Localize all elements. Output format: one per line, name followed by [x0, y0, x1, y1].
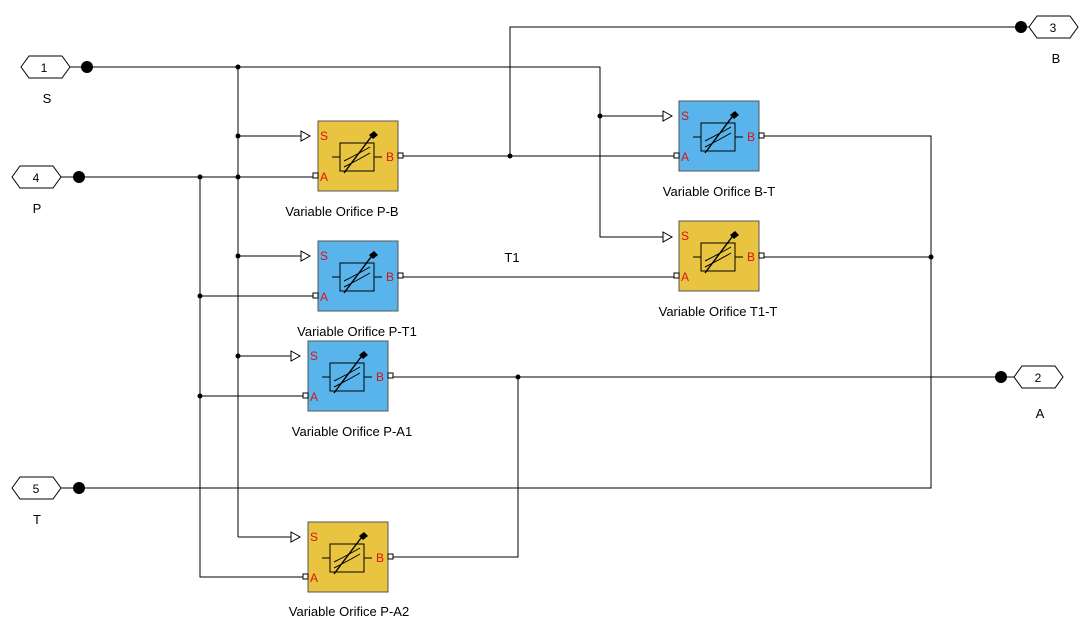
- junction-dot: [235, 174, 241, 180]
- port-number: 4: [33, 171, 40, 185]
- wire-label-t1: T1: [504, 250, 519, 265]
- block-label-orifice-p-a2: Variable Orifice P-A2: [289, 604, 409, 619]
- port-b-connector: [758, 252, 765, 259]
- junction-dot: [235, 133, 241, 139]
- junction-dot: [197, 174, 203, 180]
- outport-2[interactable]: 2 A: [995, 365, 1064, 421]
- pin-b-label: B: [386, 270, 394, 284]
- block-orifice-t1-t[interactable]: S A B: [673, 220, 765, 292]
- pin-b-label: B: [747, 250, 755, 264]
- variable-orifice-icon: [322, 351, 372, 394]
- port-number: 3: [1050, 21, 1057, 35]
- port-a-connector: [302, 573, 309, 580]
- wires: [80, 26, 1020, 578]
- pin-a-label: A: [310, 390, 318, 404]
- pin-b-label: B: [386, 150, 394, 164]
- port-a-connector: [312, 172, 319, 179]
- pin-a-label: A: [681, 150, 689, 164]
- port-label: B: [1052, 51, 1061, 66]
- junction-dot: [235, 253, 241, 259]
- variable-orifice-icon: [332, 131, 382, 174]
- pin-s-label: S: [681, 109, 689, 123]
- port-number: 1: [41, 61, 48, 75]
- block-orifice-b-t[interactable]: S A B: [673, 100, 765, 172]
- junction-dot: [235, 64, 241, 70]
- port-a-connector: [673, 272, 680, 279]
- port-b-connector: [758, 132, 765, 139]
- junction-dot: [197, 393, 203, 399]
- junction-dot: [928, 254, 934, 260]
- port-label: P: [33, 201, 42, 216]
- junction-dot: [597, 113, 603, 119]
- port-b-connector: [397, 152, 404, 159]
- pin-b-label: B: [376, 551, 384, 565]
- port-number: 5: [33, 482, 40, 496]
- variable-orifice-icon: [693, 231, 743, 274]
- port-number: 2: [1035, 371, 1042, 385]
- block-orifice-p-a2[interactable]: S A B: [302, 521, 394, 593]
- block-label-orifice-b-t: Variable Orifice B-T: [663, 184, 776, 199]
- port-label: S: [43, 91, 52, 106]
- block-orifice-p-a1[interactable]: S A B: [302, 340, 394, 412]
- pin-b-label: B: [747, 130, 755, 144]
- block-orifice-p-b[interactable]: S A B: [312, 120, 404, 192]
- pin-s-label: S: [310, 530, 318, 544]
- port-b-connector: [397, 272, 404, 279]
- variable-orifice-icon: [693, 111, 743, 154]
- junction-dot: [515, 374, 521, 380]
- pin-a-label: A: [320, 290, 328, 304]
- wire-p-vertical[interactable]: [199, 177, 305, 578]
- wire-b-to-port3[interactable]: [509, 26, 1020, 156]
- junction-dot: [235, 353, 241, 359]
- port-label: T: [33, 512, 41, 527]
- outport-3[interactable]: 3 B: [1015, 15, 1079, 66]
- port-b-connector: [387, 372, 394, 379]
- junction-dot: [507, 153, 513, 159]
- pin-a-label: A: [320, 170, 328, 184]
- port-label: A: [1036, 406, 1045, 421]
- pin-a-label: A: [310, 571, 318, 585]
- port-b-connector: [387, 553, 394, 560]
- pin-a-label: A: [681, 270, 689, 284]
- block-label-orifice-t1-t: Variable Orifice T1-T: [659, 304, 778, 319]
- inport-1[interactable]: 1 S: [20, 55, 93, 106]
- wire-t-main[interactable]: [80, 135, 932, 489]
- inport-4[interactable]: 4 P: [11, 165, 85, 216]
- pin-s-label: S: [681, 229, 689, 243]
- wire-a-from-pa2[interactable]: [391, 377, 519, 558]
- port-a-connector: [302, 392, 309, 399]
- block-orifice-p-t1[interactable]: S A B: [312, 240, 404, 312]
- pin-b-label: B: [376, 370, 384, 384]
- block-label-orifice-p-t1: Variable Orifice P-T1: [297, 324, 417, 339]
- pin-s-label: S: [320, 129, 328, 143]
- junction-dots: [197, 64, 934, 399]
- block-label-orifice-p-a1: Variable Orifice P-A1: [292, 424, 412, 439]
- wire-s-main[interactable]: [88, 66, 674, 243]
- variable-orifice-icon: [322, 532, 372, 575]
- variable-orifice-icon: [332, 251, 382, 294]
- inport-5[interactable]: 5 T: [11, 476, 85, 527]
- port-a-connector: [312, 292, 319, 299]
- junction-dot: [197, 293, 203, 299]
- pin-s-label: S: [310, 349, 318, 363]
- port-a-connector: [673, 152, 680, 159]
- pin-s-label: S: [320, 249, 328, 263]
- block-label-orifice-p-b: Variable Orifice P-B: [285, 204, 398, 219]
